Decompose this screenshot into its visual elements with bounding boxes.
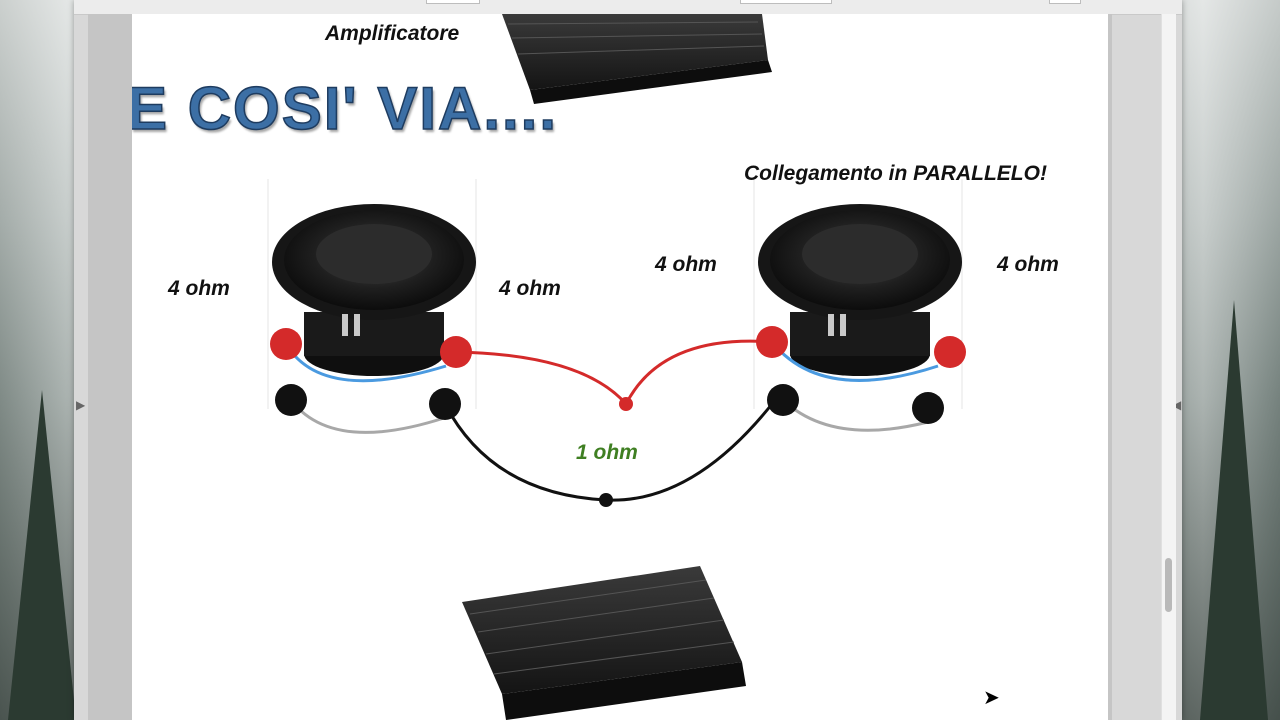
presentation-window: ▶ ◀ [74, 0, 1182, 720]
negative-terminal [275, 384, 307, 416]
triangle-right-icon[interactable]: ▶ [76, 398, 86, 412]
wallpaper-tree [8, 390, 76, 720]
gray-bridge-wire-left [289, 399, 445, 434]
arrow-pointer-icon: ➤ [983, 687, 1000, 709]
positive-terminal [270, 328, 302, 360]
slide-canvas: Amplificatore E COSI' VIA.... Collegamen… [88, 14, 1112, 720]
total-impedance-label: 1 ohm [576, 441, 638, 464]
impedance-label: 4 ohm [997, 253, 1059, 276]
toolbar-control[interactable] [740, 0, 832, 4]
scrollbar-thumb[interactable] [1165, 558, 1172, 612]
subwoofer-left-image [267, 179, 477, 409]
impedance-label: 4 ohm [655, 253, 717, 276]
toolbar-control[interactable] [426, 0, 480, 4]
vertical-scrollbar[interactable] [1161, 14, 1176, 720]
positive-terminal [440, 336, 472, 368]
impedance-label: 4 ohm [499, 277, 561, 300]
amplifier-bottom-image [462, 566, 746, 720]
blue-bridge-wire-right [770, 341, 939, 382]
negative-terminal [912, 392, 944, 424]
positive-terminal [756, 326, 788, 358]
positive-junction [619, 397, 633, 411]
negative-terminal [429, 388, 461, 420]
amplifier-label: Amplificatore [325, 22, 460, 45]
impedance-label: 4 ohm [168, 277, 230, 300]
red-parallel-wire [453, 339, 773, 407]
toolbar-control[interactable] [1049, 0, 1081, 4]
gray-bridge-wire-right [781, 398, 929, 432]
slide-page: Amplificatore E COSI' VIA.... Collegamen… [132, 14, 1108, 720]
toolbar [74, 0, 1182, 15]
negative-junction [599, 493, 613, 507]
subwoofer-right-image [753, 179, 963, 409]
triangle-left-icon[interactable]: ◀ [1172, 398, 1182, 412]
blue-bridge-wire-left [284, 343, 447, 383]
negative-terminal [767, 384, 799, 416]
positive-terminal [934, 336, 966, 368]
parallel-connection-label: Collegamento in PARALLELO! [744, 162, 1047, 185]
slide-heading: E COSI' VIA.... [132, 74, 559, 143]
wiring-diagram [267, 14, 966, 720]
amplifier-top-image [502, 14, 772, 104]
wallpaper-tree [1200, 300, 1268, 720]
